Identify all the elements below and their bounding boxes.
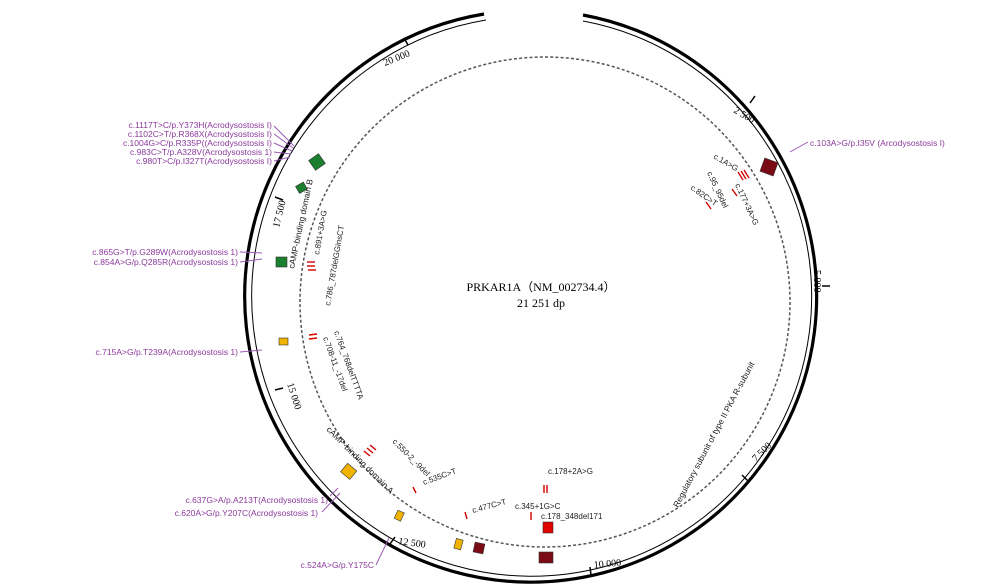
tick-label-17500: 17 500 xyxy=(271,199,288,228)
inner-track xyxy=(299,56,791,548)
mutation-label: c.715A>G/p.T239A(Acrodysostosis 1) xyxy=(96,347,239,357)
feature-block-red xyxy=(542,521,554,534)
inner-label: c.477C>T xyxy=(471,497,507,515)
inner-label: c.891+3A>G xyxy=(312,210,329,256)
map-title: PRKAR1A（NM_002734.4） xyxy=(466,280,615,294)
tick-label-2500: 2 500 xyxy=(731,105,756,126)
feature-block-yellow xyxy=(278,337,289,346)
inner-label: c.786_787delGGinsCT xyxy=(323,225,346,307)
inner-markers xyxy=(307,169,750,520)
inner-label: c.178_348del171 xyxy=(541,512,603,521)
mutation-label: c.983C>T/p.A328V(Acrodysostosis 1) xyxy=(130,147,272,157)
feature-block-yellow xyxy=(453,538,464,551)
tick-label-10000: 10 000 xyxy=(593,558,621,571)
mutation-label: c.103A>G/p.I35V (Arcodysostosis I) xyxy=(810,138,945,148)
feature-block-yellow xyxy=(393,509,405,522)
feature-block-yellow xyxy=(340,462,358,480)
mutation-label: c.637G>A/p.A213T(Acrodysostosis 1) xyxy=(186,495,329,505)
mutation-label: c.980T>C/p.I327T(Acrodysostosis I) xyxy=(136,156,272,166)
inner-label: c.1A>G xyxy=(712,152,740,173)
mutation-label: c.854A>G/p.Q285R(Acrodysostosis 1) xyxy=(94,257,238,267)
feature-block-green xyxy=(308,153,326,171)
feature-blocks xyxy=(275,153,779,564)
feature-label-domain-a: cAMP-binding domain A xyxy=(325,424,396,495)
mutation-label: c.524A>G/p.Y175C xyxy=(301,560,374,570)
inner-label: c.550-2_-9del xyxy=(391,437,432,478)
tick-label-5000: 5 000 xyxy=(811,270,822,293)
tick-label-15000: 15 000 xyxy=(284,382,303,412)
feature-block-green xyxy=(295,181,308,194)
feature-block-darkred xyxy=(472,541,486,555)
inner-label: c.345+1G>C xyxy=(515,502,561,511)
map-length: 21 251 dp xyxy=(517,296,565,310)
mutation-label: c.1102C>T/p.R368X(Acrodysostosis I) xyxy=(128,129,272,139)
mutation-label: c.1004G>C/p.R335P((Acrodysostosis I) xyxy=(123,138,272,148)
mutation-label: c.620A>G/p.Y207C(Acrodysostosis 1) xyxy=(175,508,319,518)
mutation-label: c.1117T>C/p.Y373H(Acrodysostosis I) xyxy=(128,120,272,130)
backbone-ring xyxy=(243,12,819,584)
feature-block-darkred xyxy=(759,157,779,177)
mutation-callouts xyxy=(239,125,809,566)
scale-ticks xyxy=(274,37,830,576)
inner-label: c.177+3A>G xyxy=(733,182,760,227)
inner-label: c.178+2A>G xyxy=(548,467,593,476)
mutation-label: c.865G>T/p.G289W(Acrodysostosis 1) xyxy=(92,247,238,257)
feature-block-green xyxy=(275,256,288,268)
feature-block-darkred xyxy=(538,551,554,564)
tick-label-12500: 12 500 xyxy=(398,536,427,551)
